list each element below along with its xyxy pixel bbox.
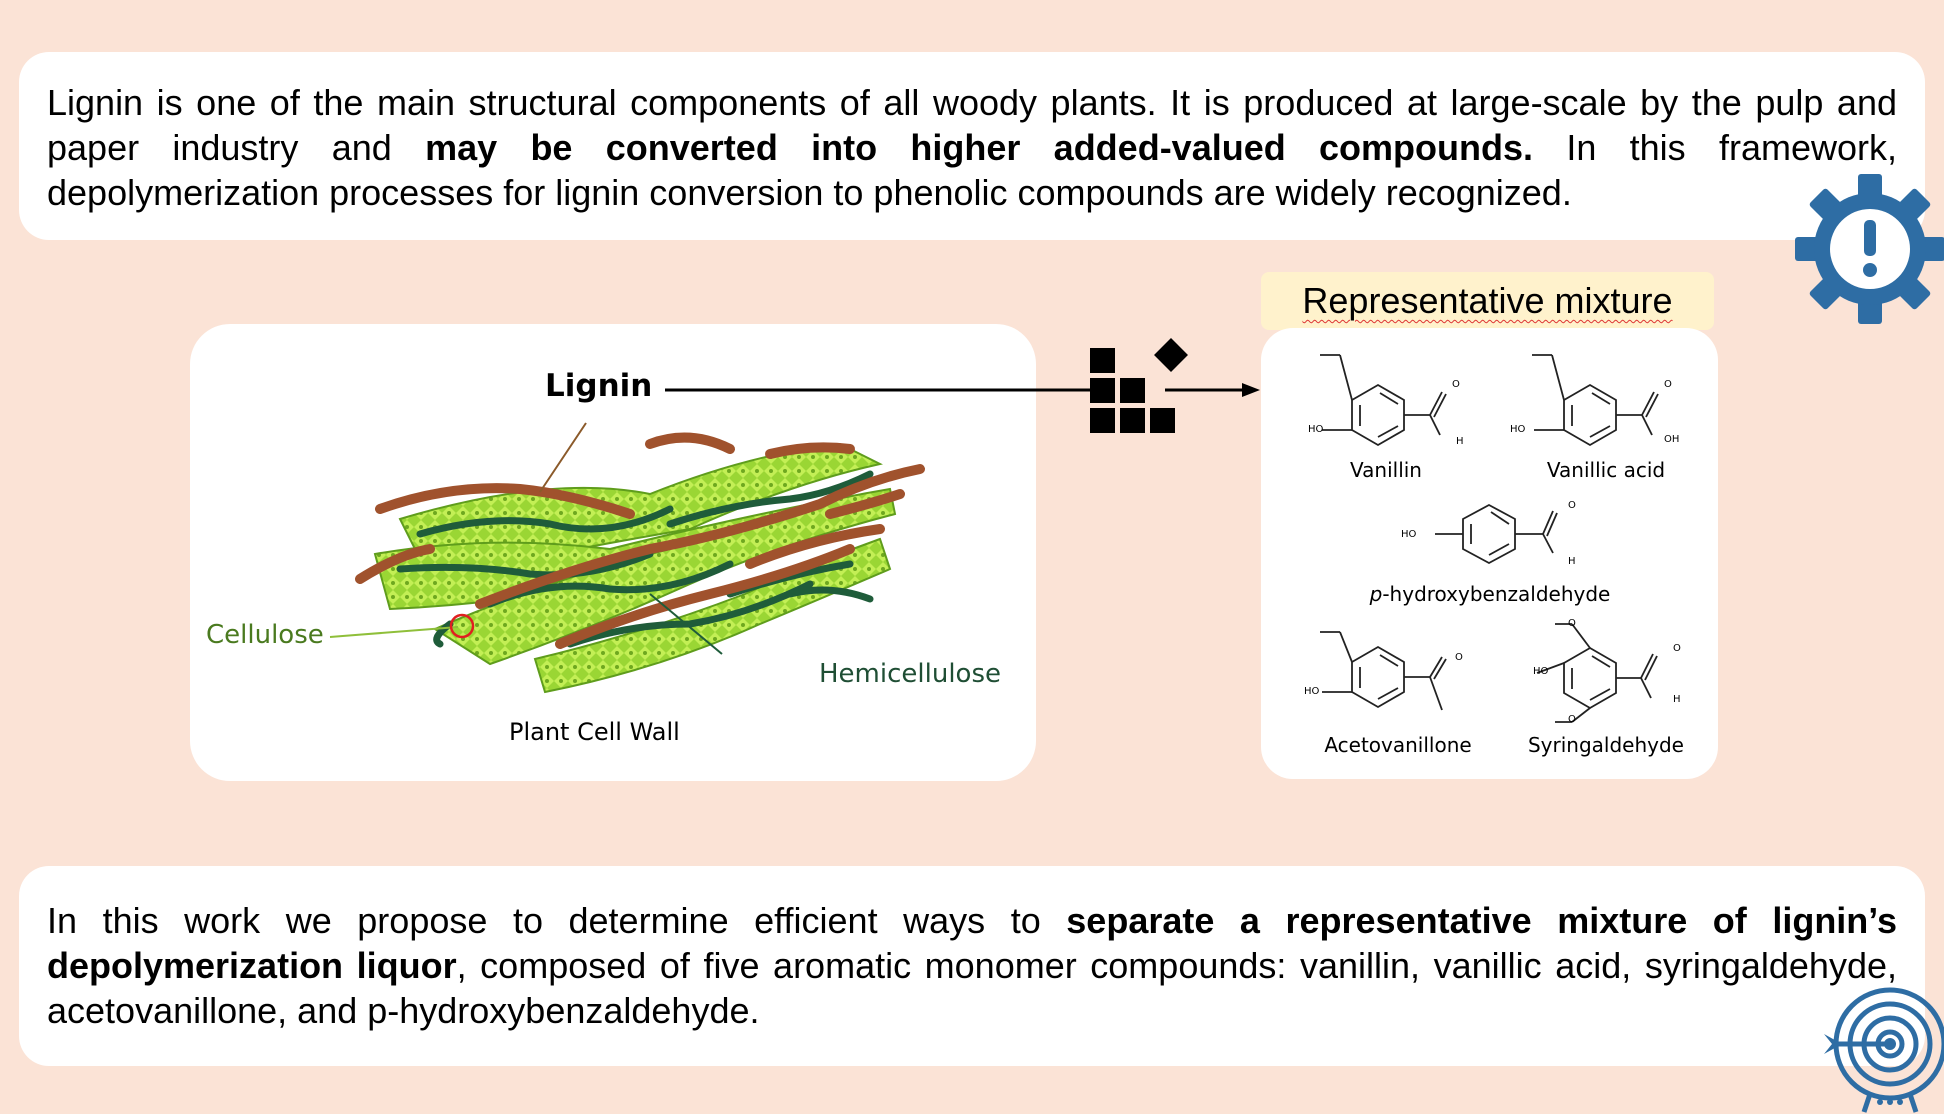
- atom-label: H: [1456, 436, 1464, 447]
- atom-label: O: [1673, 643, 1681, 654]
- intro-card: Lignin is one of the main structural com…: [19, 52, 1925, 240]
- lignin-to-mixture-arrow: [665, 383, 1260, 397]
- vanillic-acid-structure: [1532, 354, 1659, 447]
- compound-name-vanillic-acid: Vanillic acid: [1546, 458, 1666, 482]
- compound-name-acetovanillone: Acetovanillone: [1324, 733, 1472, 757]
- atom-label: HO: [1533, 666, 1549, 677]
- atom-label: O: [1568, 500, 1576, 511]
- syringaldehyde-structure: [1536, 623, 1658, 723]
- lignin-strands: [355, 432, 925, 649]
- mixture-card: [1261, 328, 1718, 779]
- compound-name-p-hydroxybenzaldehyde: p-hydroxybenzaldehyde: [1369, 582, 1611, 606]
- goal-paragraph: In this work we propose to determine eff…: [47, 900, 1897, 1031]
- atom-label: O: [1568, 714, 1576, 725]
- atom-label: O: [1664, 379, 1672, 390]
- vanillin-structure: [1320, 354, 1447, 447]
- plant-cell-wall-illustration: [329, 422, 925, 694]
- atom-label: HO: [1308, 424, 1324, 435]
- plant-cell-wall-caption: Plant Cell Wall: [509, 718, 680, 746]
- gear-exclamation-icon: [1795, 174, 1944, 324]
- acetovanillone-structure: [1320, 631, 1447, 711]
- intro-highlight: may be converted into higher added-value…: [425, 127, 1534, 168]
- goal-card: In this work we propose to determine eff…: [19, 866, 1925, 1066]
- cellulose-label: Cellulose: [206, 620, 324, 650]
- goal-highlight: separate a representative mixture of lig…: [47, 900, 1897, 986]
- hemicellulose-label: Hemicellulose: [819, 659, 1001, 689]
- atom-label: HO: [1401, 529, 1417, 540]
- lignin-label: Lignin: [545, 368, 653, 404]
- atom-label: H: [1673, 694, 1681, 705]
- atom-label: HO: [1304, 686, 1320, 697]
- atom-label: O: [1452, 379, 1460, 390]
- compound-name-syringaldehyde: Syringaldehyde: [1527, 733, 1684, 757]
- p-hydroxybenzaldehyde-structure: [1435, 503, 1558, 565]
- mixture-title: Representative mixture: [1261, 272, 1714, 330]
- intro-paragraph: Lignin is one of the main structural com…: [47, 82, 1898, 213]
- atom-label: H: [1568, 556, 1576, 567]
- atom-label: OH: [1664, 434, 1680, 445]
- depolymerization-blocks-icon: [1090, 338, 1188, 433]
- atom-label: O: [1568, 618, 1576, 629]
- atom-label: HO: [1510, 424, 1526, 435]
- atom-label: O: [1455, 652, 1463, 663]
- target-icon: [1824, 987, 1944, 1113]
- compound-name-vanillin: Vanillin: [1350, 458, 1422, 482]
